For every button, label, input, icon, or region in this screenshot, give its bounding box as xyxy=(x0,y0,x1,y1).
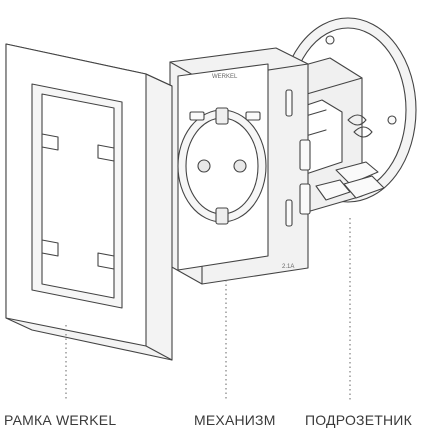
label-flush-box: ПОДРОЗЕТНИК xyxy=(305,412,412,428)
label-frame: РАМКА WERKEL xyxy=(4,412,117,428)
mechanism-brand: WERKEL xyxy=(212,74,238,80)
socket-mechanism xyxy=(169,47,311,285)
frame xyxy=(5,43,173,361)
label-mechanism: МЕХАНИЗМ xyxy=(194,412,276,428)
mechanism-rating: 2.1A xyxy=(282,264,294,270)
